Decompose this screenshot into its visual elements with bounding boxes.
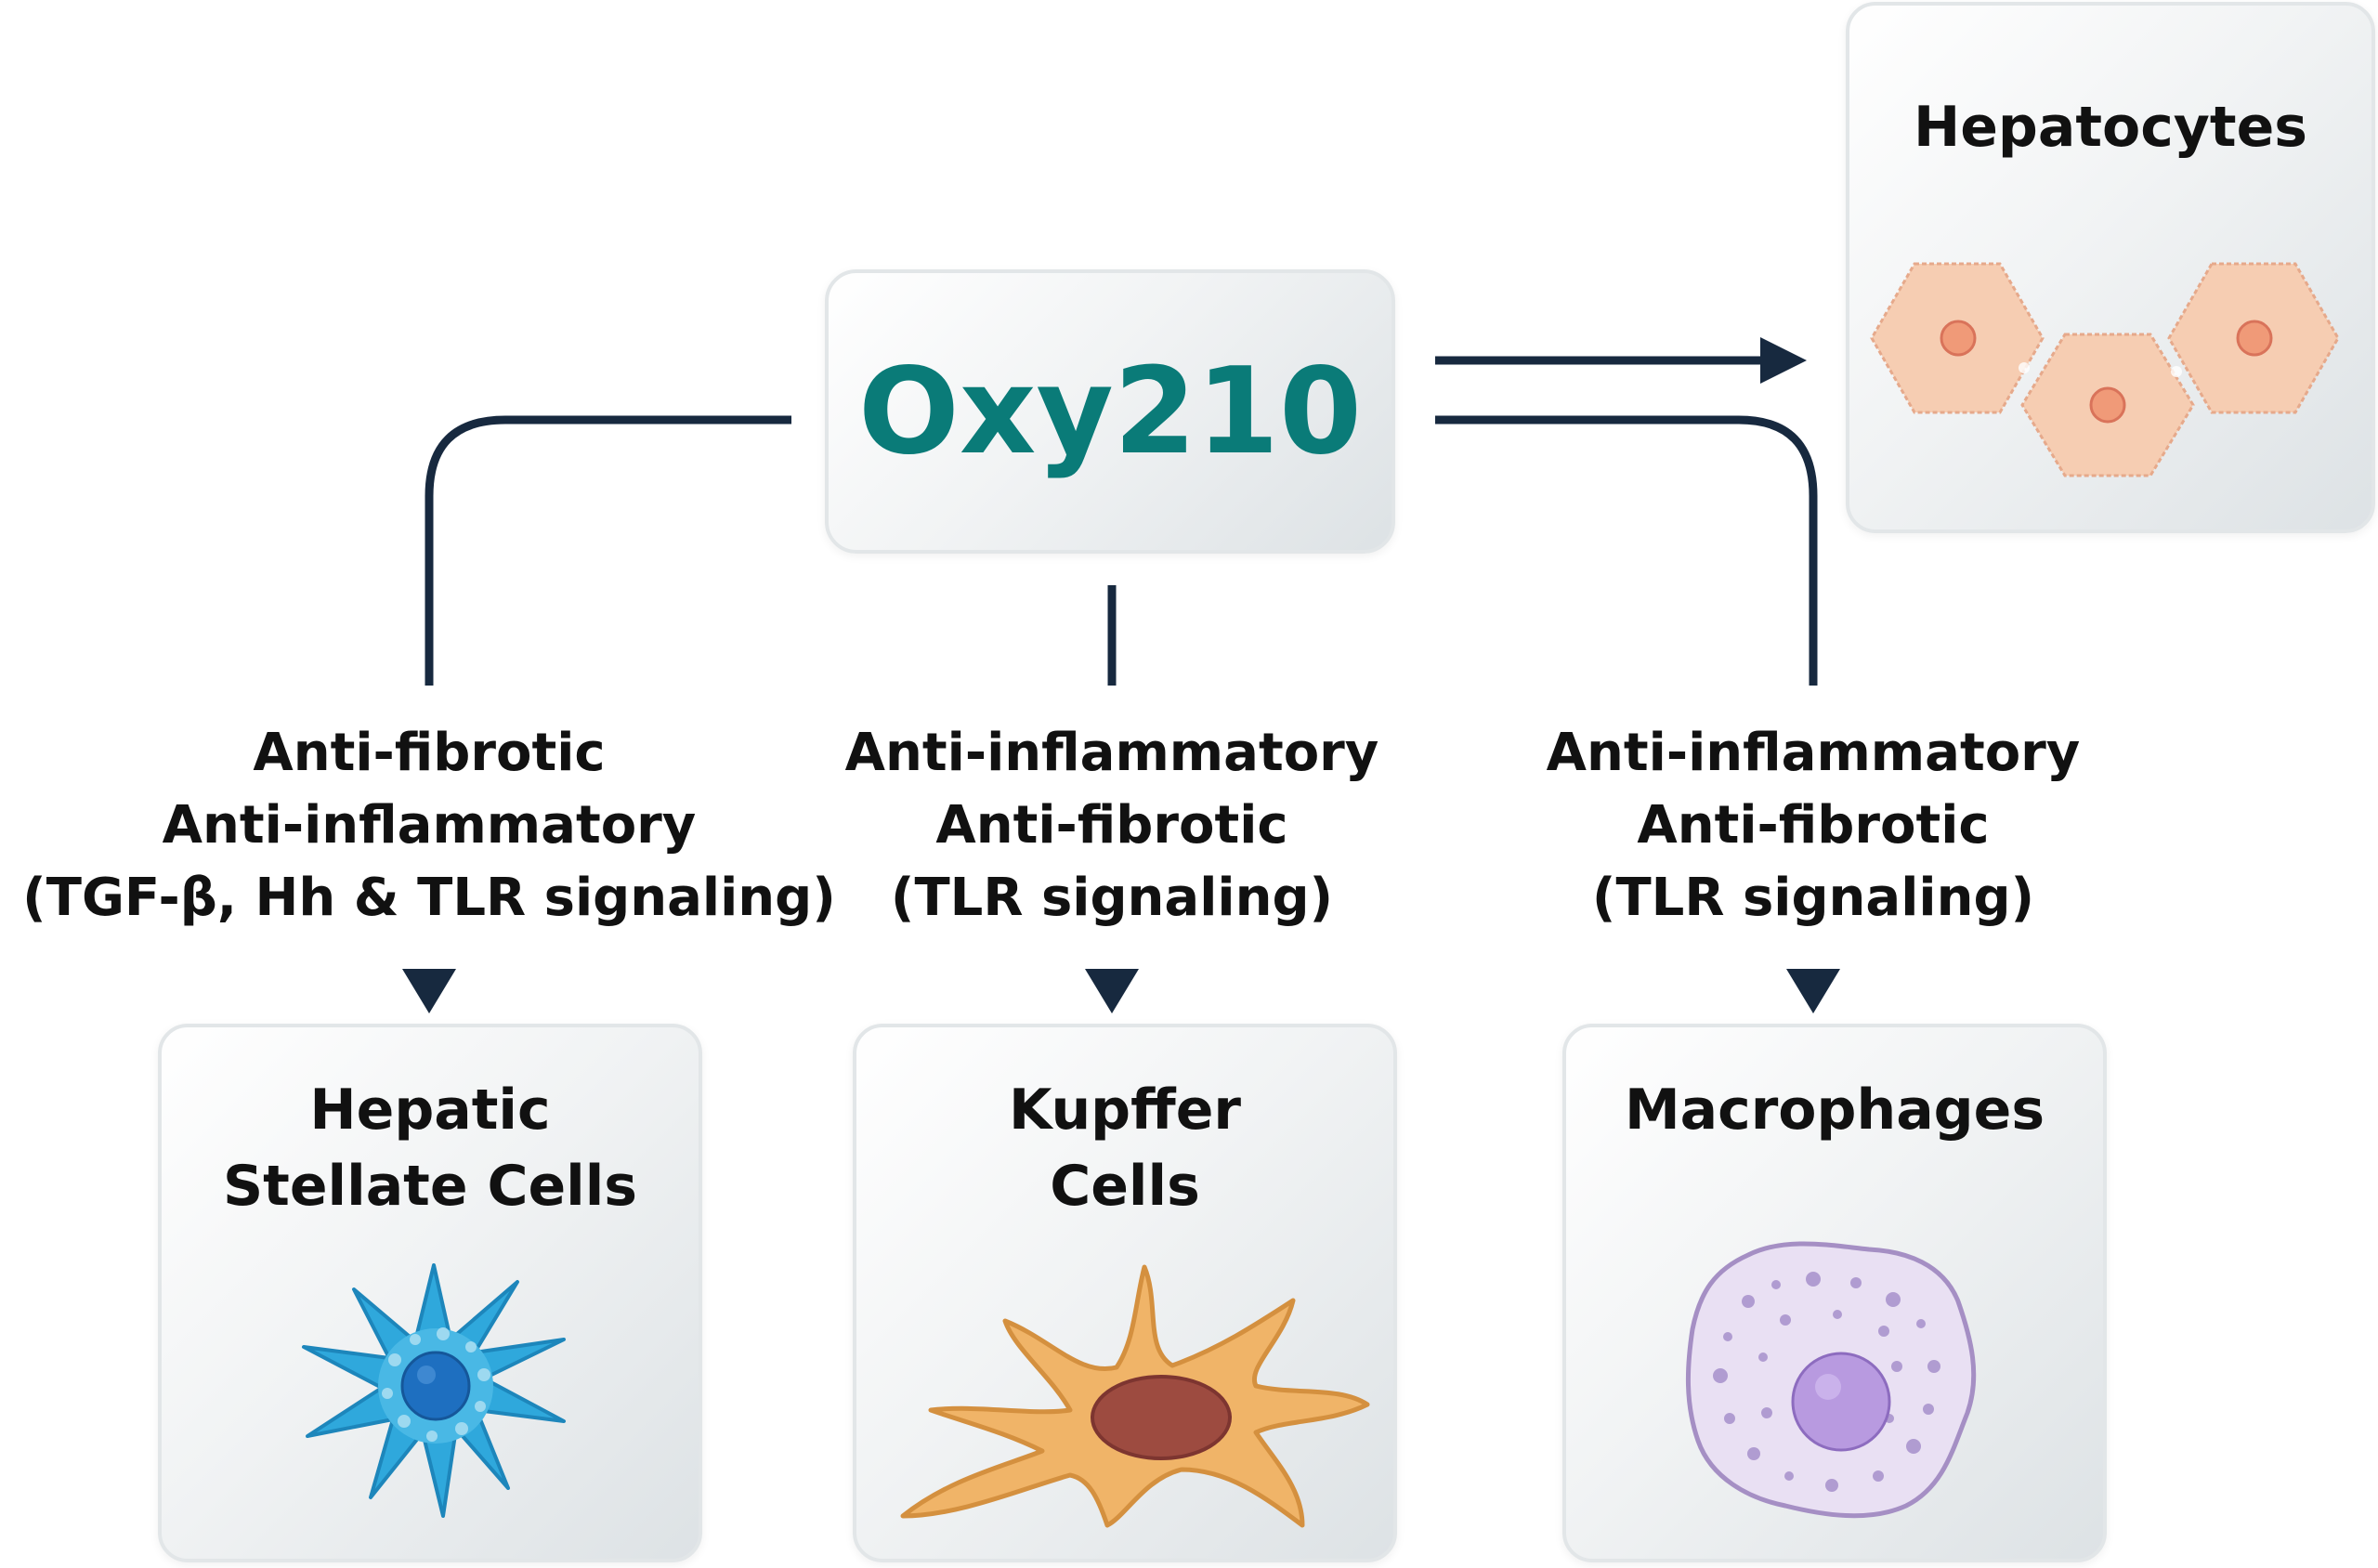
- arrowhead-hepatocytes: [1760, 337, 1807, 384]
- arrowhead-kupffer: [1085, 969, 1139, 1013]
- effect-stellate-line-3: (TGF-β, Hh & TLR signaling): [22, 868, 836, 928]
- connector-stellate: [425, 415, 791, 686]
- effect-kupffer-line-2: Anti-fibrotic: [935, 795, 1288, 856]
- effect-kupffer: Anti-inflammatory Anti-fibrotic (TLR sig…: [824, 717, 1400, 934]
- stellate-title-line-2: Stellate Cells: [222, 1154, 638, 1219]
- hepatocytes-title: Hepatocytes: [1913, 95, 2307, 160]
- hepatocytes-box: Hepatocytes: [1846, 2, 2375, 533]
- oxy210-box: Oxy210: [825, 269, 1395, 554]
- effect-macrophages-line-2: Anti-fibrotic: [1637, 795, 1990, 856]
- macrophages-title: Macrophages: [1624, 1078, 2045, 1143]
- stellate-cell-icon: [302, 1263, 566, 1518]
- hepatocyte-cells-icon: [1870, 262, 2340, 477]
- arrowhead-stellate: [402, 969, 456, 1013]
- effect-stellate: Anti-fibrotic Anti-inflammatory (TGF-β, …: [20, 717, 838, 934]
- stellate-box: Hepatic Stellate Cells: [158, 1024, 702, 1562]
- effect-stellate-line-2: Anti-inflammatory: [162, 795, 697, 856]
- effect-macrophages-line-3: (TLR signaling): [1591, 868, 2035, 928]
- kupffer-box: Kupffer Cells: [853, 1024, 1397, 1562]
- macrophage-cell-icon: [1685, 1241, 1977, 1519]
- effect-stellate-line-1: Anti-fibrotic: [253, 723, 606, 783]
- kupffer-cell-icon: [900, 1264, 1370, 1528]
- effect-macrophages-line-1: Anti-inflammatory: [1546, 723, 2081, 783]
- effect-macrophages: Anti-inflammatory Anti-fibrotic (TLR sig…: [1525, 717, 2101, 934]
- kupffer-title-line-2: Cells: [1050, 1154, 1200, 1219]
- effect-kupffer-line-3: (TLR signaling): [890, 868, 1334, 928]
- effect-kupffer-line-1: Anti-inflammatory: [844, 723, 1379, 783]
- arrowhead-macrophages: [1786, 969, 1840, 1013]
- macrophages-box: Macrophages: [1562, 1024, 2107, 1562]
- connector-macrophages: [1435, 415, 1818, 686]
- kupffer-title-line-1: Kupffer: [1009, 1078, 1241, 1143]
- oxy210-label: Oxy210: [858, 342, 1362, 481]
- stellate-title-line-1: Hepatic: [309, 1078, 551, 1143]
